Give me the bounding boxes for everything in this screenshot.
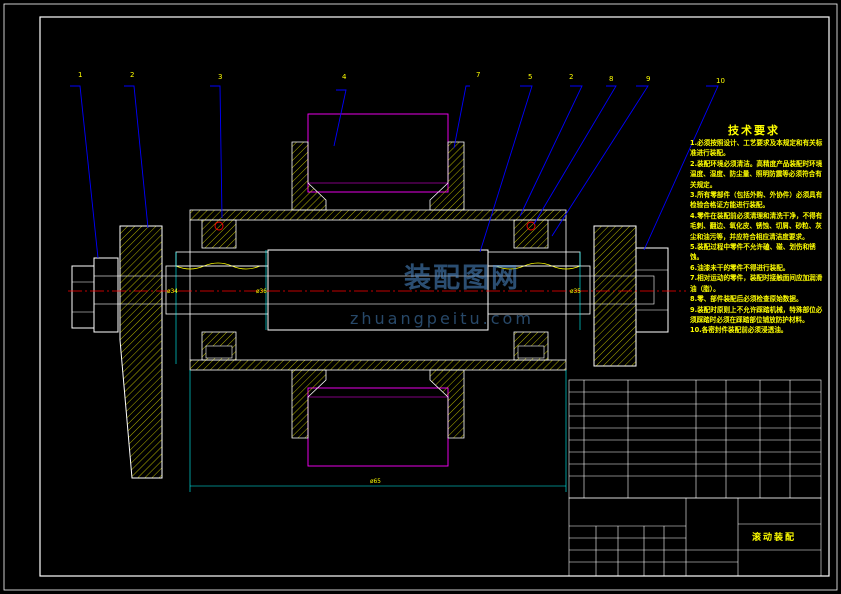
dimensions <box>175 250 581 492</box>
title-block <box>568 497 822 577</box>
balloon-5: 5 <box>528 73 533 81</box>
balloon-4: 4 <box>342 73 347 81</box>
tech-requirement: 6.油漆未干的零件不得进行装配。 <box>690 263 790 272</box>
tech-requirements-title: 技术要求 <box>728 124 780 137</box>
tech-requirement: 3.所有零部件（包括外购、外协件）必须具有检验合格证方能进行装配。 <box>690 191 823 210</box>
bearing-left <box>201 219 237 361</box>
dimension-right: ø35 <box>570 288 581 295</box>
tech-requirement: 1.必须按照设计、工艺要求及本规定和有关标准进行装配。 <box>690 139 823 158</box>
support-left <box>119 225 163 479</box>
dimension-overall: ø65 <box>370 478 381 485</box>
shaft <box>165 249 591 331</box>
outer-frame <box>3 3 838 591</box>
watermark-brand: 装配图网 <box>404 263 520 294</box>
dimension-left-a: ø34 <box>167 288 178 295</box>
balloon-7: 7 <box>476 71 481 79</box>
tech-requirement: 8.零、部件装配后必须检查原始数据。 <box>690 295 803 304</box>
balloon-2: 2 <box>130 71 135 79</box>
tech-requirement: 9.装配时原则上不允许踩踏机械，特殊部位必须踩踏时必须在踩踏部位铺放防护材料。 <box>690 305 823 324</box>
tech-requirement: 10.各密封件装配前必须浸透油。 <box>690 326 788 335</box>
tech-requirement: 7.相对运动的零件，装配时接触面间应加润滑油（脂）。 <box>690 274 823 293</box>
balloon-10: 10 <box>716 77 725 85</box>
sleeve <box>189 209 567 371</box>
tech-requirements-list: 1.必须按照设计、工艺要求及本规定和有关标准进行装配。 2.装配环境必须清洁。高… <box>690 138 826 336</box>
part-name: 滚动装配 <box>752 533 797 543</box>
balloon-9: 9 <box>646 75 651 83</box>
support-right <box>593 225 637 367</box>
parts-table <box>568 379 822 499</box>
tech-requirement: 4.零件在装配前必须清理和清洗干净，不得有毛刺、翻边、氧化皮、锈蚀、切屑、砂粒、… <box>690 211 823 241</box>
balloon-2b: 2 <box>569 73 574 81</box>
dimension-left-b: ø36 <box>256 288 267 295</box>
bearing-right <box>513 219 549 361</box>
balloon-3: 3 <box>218 73 223 81</box>
balloon-8: 8 <box>609 75 614 83</box>
inner-frame <box>39 16 830 577</box>
balloon-1: 1 <box>78 71 83 79</box>
leaders <box>70 85 719 259</box>
watermark-url: zhuangpeitu.com <box>350 309 534 328</box>
tech-requirement: 2.装配环境必须清洁。高精度产品装配时环境温度、湿度、防尘量、照明防震等必须符合… <box>690 159 823 189</box>
tech-requirement: 5.装配过程中零件不允许磕、碰、划伤和锈蚀。 <box>690 243 816 262</box>
